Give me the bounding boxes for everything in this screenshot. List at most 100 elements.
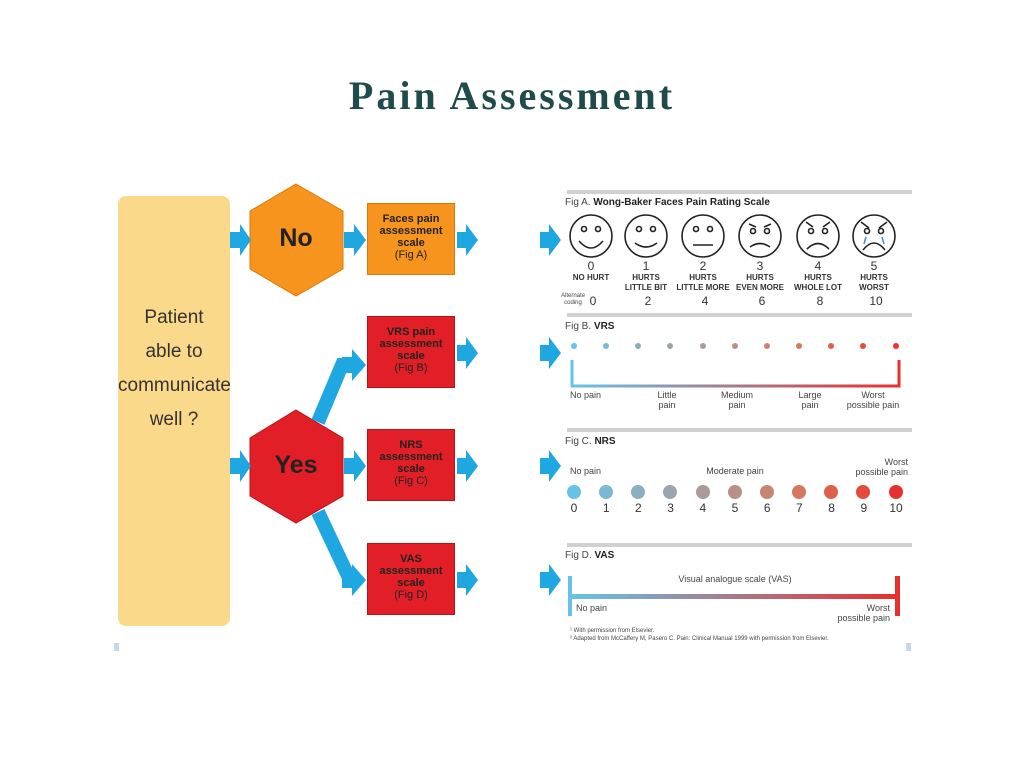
arrow-icon <box>457 337 478 369</box>
scale-box-fig: (Fig A) <box>394 249 428 261</box>
alt-code: 4 <box>701 294 709 308</box>
scale-box-line: scale <box>397 577 425 589</box>
fig-a-title: Fig A. Wong-Baker Faces Pain Rating Scal… <box>565 197 770 208</box>
arrow-icon <box>457 564 478 596</box>
nrs-dots <box>567 485 903 499</box>
face-label-line: HURTS <box>804 273 832 282</box>
no-hexagon <box>249 183 344 297</box>
face-number: 5 <box>870 259 878 273</box>
nrs-mid-label: Moderate pain <box>706 466 764 476</box>
yes-upper-branch <box>311 358 352 425</box>
footnote: ¹ With permission from Elsevier. <box>570 628 655 634</box>
nrs-number: 3 <box>667 501 674 515</box>
face-label-line: WORST <box>859 283 889 292</box>
arrow-icon <box>540 337 561 369</box>
arrow-group <box>230 224 561 596</box>
nrs-right-line: Worst <box>884 457 908 467</box>
vrs-dots <box>571 343 899 349</box>
scale-box-fig: (Fig C) <box>394 475 428 487</box>
nrs-number: 8 <box>828 501 835 515</box>
nrs-number: 1 <box>602 501 610 515</box>
face-label: NO HURT <box>561 273 621 283</box>
arrow-icon <box>540 564 561 596</box>
no-label: No <box>279 224 313 252</box>
scale-box-line: assessment <box>379 225 443 237</box>
separator <box>567 313 912 317</box>
fig-d-title: Fig D. VAS <box>565 550 614 561</box>
nrs-left-label: No pain <box>570 466 602 476</box>
patient-text-line: able to <box>145 341 203 362</box>
fig-b-prefix: Fig B. <box>565 321 592 332</box>
face-label-line: HURTS <box>632 273 660 282</box>
vrs-label-line: possible pain <box>846 400 900 410</box>
separator <box>567 428 912 432</box>
alt-code: 10 <box>869 294 883 308</box>
face-label-line: NO HURT <box>572 273 610 282</box>
arrow-icon <box>342 564 366 596</box>
nrs-number: 6 <box>763 501 771 515</box>
vas-caption: Visual analogue scale (VAS) <box>678 574 792 584</box>
arrow-icon <box>540 224 561 256</box>
face-2-icon <box>681 214 725 258</box>
arrow-icon <box>457 450 478 482</box>
nrs-number: 0 <box>570 501 578 515</box>
fig-c-prefix: Fig C. <box>565 436 592 447</box>
vrs-scale-box: VRS pain assessment scale (Fig B) <box>367 316 455 388</box>
vrs-label-line: Large <box>798 390 822 400</box>
face-5-icon <box>852 214 896 258</box>
fig-c-name: NRS <box>594 436 616 447</box>
vrs-label-line: Worst <box>861 390 885 400</box>
face-number: 3 <box>756 259 764 273</box>
vrs-label-line: pain <box>658 400 676 410</box>
nrs-number: 2 <box>635 501 642 515</box>
vas-left-label: No pain <box>576 603 608 613</box>
vrs-label-line: Medium <box>720 390 753 400</box>
face-number: 4 <box>814 259 822 273</box>
patient-text-line: communicate <box>118 375 231 396</box>
arrow-icon <box>540 450 561 482</box>
alt-label-line: Alternate <box>560 293 585 299</box>
vas-right-cap <box>895 576 900 616</box>
fig-b-name: VRS <box>593 321 615 332</box>
nrs-number: 7 <box>796 501 803 515</box>
scale-box-line: assessment <box>379 338 443 350</box>
face-4-icon <box>796 214 840 258</box>
scale-box-line: VRS pain <box>386 326 436 338</box>
face-number: 2 <box>699 259 707 273</box>
alt-code: 2 <box>644 294 652 308</box>
scale-box-line: scale <box>397 463 425 475</box>
fig-a-name: Wong-Baker Faces Pain Rating Scale <box>593 197 770 208</box>
fig-a-prefix: Fig A. <box>565 197 591 208</box>
face-label-line: LITTLE BIT <box>624 283 668 292</box>
faces-group <box>569 214 896 258</box>
separator <box>567 190 912 194</box>
face-label-line: HURTS <box>746 273 774 282</box>
face-1-icon <box>624 214 668 258</box>
face-label-line: HURTS <box>689 273 717 282</box>
scale-box-line: VAS <box>400 553 422 565</box>
nrs-number: 9 <box>860 501 868 515</box>
face-label-line: EVEN MORE <box>735 283 784 292</box>
vas-scale-box: VAS assessment scale (Fig D) <box>367 543 455 615</box>
arrow-icon <box>342 349 366 381</box>
yes-hexagon <box>249 409 344 524</box>
scale-box-line: NRS <box>399 439 423 451</box>
alt-code: 6 <box>758 294 766 308</box>
scale-box-line: assessment <box>379 565 443 577</box>
face-label-line: LITTLE MORE <box>676 283 730 292</box>
arrow-icon <box>344 224 366 256</box>
face-3-icon <box>738 214 782 258</box>
face-number: 1 <box>642 259 650 273</box>
arrow-icon <box>230 450 251 482</box>
arrow-icon <box>344 450 366 482</box>
yes-label: Yes <box>274 451 318 479</box>
vrs-label-line: pain <box>728 400 746 410</box>
